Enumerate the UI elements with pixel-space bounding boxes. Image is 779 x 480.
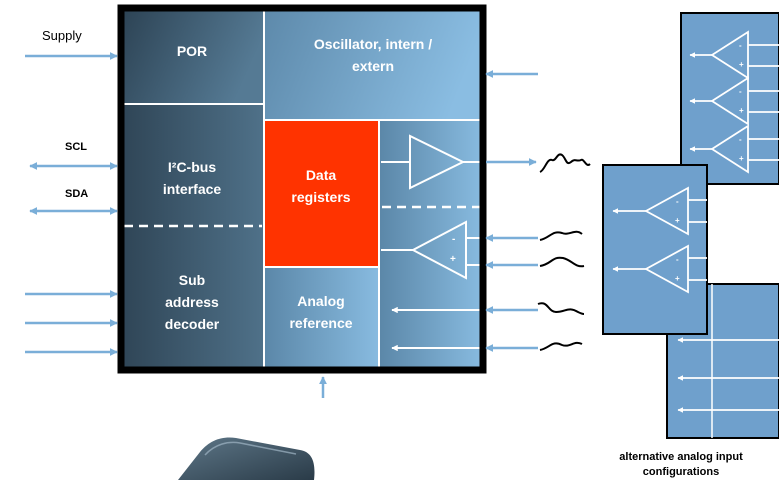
svg-text:-: - [676,255,679,264]
svg-text:-: - [676,197,679,206]
alternative-configurations: - + - + - + [602,12,779,478]
output-buffer-icon [409,134,466,190]
waveform-icon [539,230,583,241]
data-registers-block [264,120,379,267]
svg-text:+: + [739,154,744,163]
analog-reference-block [264,267,379,370]
subaddress-label-line2: address [165,294,219,310]
data-registers-label-line2: registers [291,189,350,205]
oscillator-label-line1: Oscillator, intern / [314,36,432,52]
oscillator-block [264,8,483,120]
data-registers-label-line1: Data [306,167,337,183]
svg-text:-: - [739,41,742,50]
right-signals [485,69,591,353]
i2c-label-line1: I²C-bus [168,159,216,175]
handheld-device-image [178,437,315,480]
left-signals: Supply SCL SDA [25,28,328,398]
subaddress-label-line1: Sub [179,272,205,288]
i2c-label-line2: interface [163,181,222,197]
alt-config-caption-line2: configurations [643,466,719,478]
svg-text:+: + [675,274,680,283]
oscillator-label-line2: extern [352,58,394,74]
svg-text:+: + [739,106,744,115]
waveform-icon [537,302,585,315]
chip-frame [117,4,487,374]
sda-label: SDA [65,188,88,200]
svg-text:-: - [739,135,742,144]
supply-label: Supply [42,28,82,43]
alt-config-card-2: - + - + [602,164,708,335]
alt-config-caption-line1: alternative analog input [619,451,743,463]
subaddress-block [121,226,264,370]
por-block [121,8,264,104]
amplifier-column [379,120,483,370]
waveform-icon [539,341,583,351]
alt-config-card-1: - + - + - + [680,12,779,185]
opamp-plus: + [450,254,456,265]
subaddress-label-line3: decoder [165,316,220,332]
svg-text:+: + [739,60,744,69]
opamp-icon [410,220,467,280]
analog-reference-label-line2: reference [289,315,352,331]
chip-block: - + POR Oscillator, intern / extern I²C-… [117,4,487,374]
waveform-icon [539,256,585,268]
scl-label: SCL [65,141,87,153]
svg-text:+: + [675,216,680,225]
opamp-minus: - [452,234,455,245]
waveform-icon [539,153,591,173]
por-label: POR [177,43,207,59]
analog-reference-label-line1: Analog [297,293,344,309]
svg-text:-: - [739,87,742,96]
